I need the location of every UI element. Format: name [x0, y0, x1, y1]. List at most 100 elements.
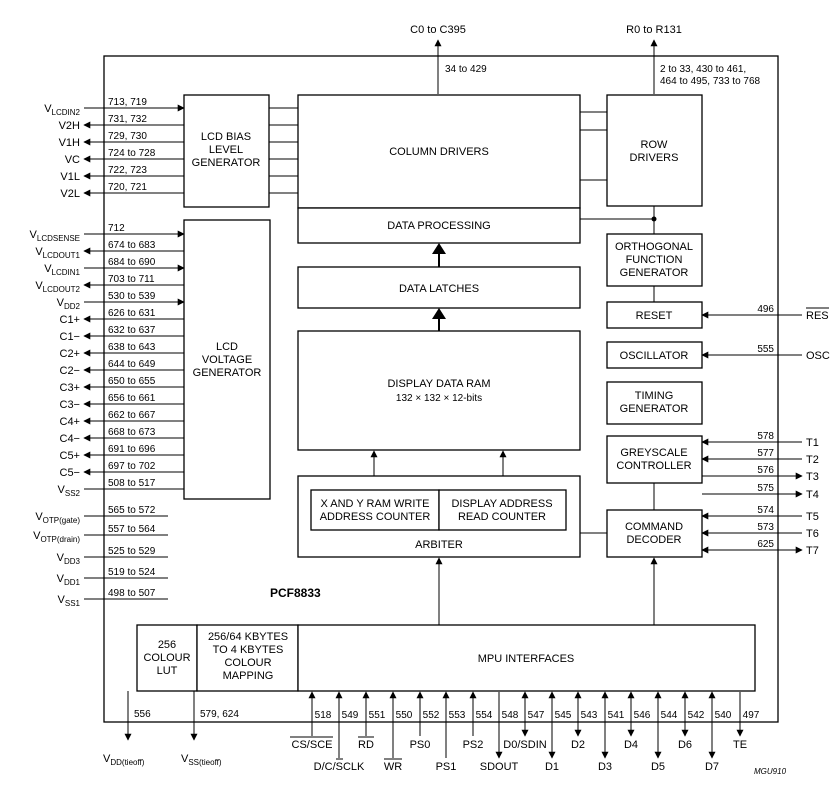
- bottom-pin-number: 547: [528, 710, 545, 721]
- right-pin-number: 496: [757, 304, 774, 315]
- bottom-pin-number: 549: [342, 710, 359, 721]
- right-pin-number: 573: [757, 522, 774, 533]
- left-pin-number: 722, 723: [108, 165, 147, 176]
- bottom-pin-signal: CS/SCE: [292, 739, 333, 751]
- bottom-pin-number: 552: [423, 710, 440, 721]
- data-latches-label: DATA LATCHES: [399, 283, 479, 295]
- lcd-bias-label-1: LCD BIAS: [201, 131, 251, 143]
- colour-lut-label-3: LUT: [157, 665, 178, 677]
- bottom-pin-signal: D0/SDIN: [503, 739, 546, 751]
- left-pin-number: 519 to 524: [108, 567, 156, 578]
- bottom-pin-name: VSS(tieoff): [181, 753, 222, 767]
- left-pin-number: 668 to 673: [108, 427, 156, 438]
- mpu-label: MPU INTERFACES: [478, 653, 575, 665]
- colour-lut-label-2: COLOUR: [143, 652, 190, 664]
- command-label-2: DECODER: [626, 534, 681, 546]
- left-pin-name: VOTP(gate): [35, 511, 80, 525]
- lcd-voltage-label-3: GENERATOR: [193, 367, 262, 379]
- bottom-pin-number: 542: [688, 710, 705, 721]
- left-pin-name: C2−: [60, 365, 81, 377]
- column-drivers-label: COLUMN DRIVERS: [389, 146, 489, 158]
- left-pin-number: 565 to 572: [108, 505, 156, 516]
- left-pin-name: C4−: [60, 433, 81, 445]
- left-pin-number: 644 to 649: [108, 359, 156, 370]
- left-pin-name: V2H: [59, 120, 80, 132]
- bottom-pin-number: 541: [608, 710, 625, 721]
- left-pin-name: C1+: [60, 314, 81, 326]
- bottom-pin-number: 544: [661, 710, 678, 721]
- row-drivers: [606, 94, 703, 207]
- row-pins-line2: 464 to 495, 733 to 768: [660, 76, 761, 87]
- bias-column-connectors: [269, 107, 298, 194]
- left-pin-name: V2L: [60, 188, 80, 200]
- column-drivers: [297, 94, 581, 209]
- left-pin-name: VDD3: [57, 552, 81, 566]
- right-pin-number: 578: [757, 431, 774, 442]
- xy-counter-label-2: ADDRESS COUNTER: [320, 511, 431, 523]
- left-pin-name: C3−: [60, 399, 81, 411]
- bottom-pin-number: 497: [743, 710, 760, 721]
- bottom-pin-signal: TE: [733, 739, 747, 751]
- oscillator-block: [606, 341, 703, 369]
- right-pin-number: 577: [757, 448, 774, 459]
- left-pin-name: VLCDIN1: [44, 263, 80, 277]
- left-pin-number: 720, 721: [108, 182, 147, 193]
- left-pin-number: 697 to 702: [108, 461, 156, 472]
- mpu-interfaces: [297, 624, 756, 692]
- colour-mapping-label-1: 256/64 KBYTES: [208, 631, 288, 643]
- column-pins: 34 to 429: [445, 64, 487, 75]
- right-pin-number: 625: [757, 539, 774, 550]
- left-pin-name: C3+: [60, 382, 81, 394]
- bottom-pin-number: 546: [634, 710, 651, 721]
- bottom-pin-signal: D3: [598, 761, 612, 773]
- bottom-pin-signal: PS1: [436, 761, 457, 773]
- bottom-pin-number: 540: [715, 710, 732, 721]
- orthogonal-label-2: FUNCTION: [626, 254, 683, 266]
- bottom-pin-number: 553: [449, 710, 466, 721]
- timing-label-2: GENERATOR: [620, 403, 689, 415]
- left-pin-number: 731, 732: [108, 114, 147, 125]
- left-pin-number: 713, 719: [108, 97, 147, 108]
- xy-counter-label-1: X AND Y RAM WRITE: [320, 498, 429, 510]
- bottom-pin-number: 550: [396, 710, 413, 721]
- lcd-bias-label-3: GENERATOR: [192, 157, 261, 169]
- colour-lut: [136, 624, 198, 692]
- left-pin-name: VLCDSENSE: [30, 229, 80, 243]
- left-pin-name: C5−: [60, 467, 81, 479]
- left-pin-name: VLCDIN2: [44, 103, 80, 117]
- chip-outline: [103, 55, 779, 723]
- left-pin-number: 508 to 517: [108, 478, 156, 489]
- right-pin-signal: T7: [806, 545, 819, 557]
- right-pin-signal: T3: [806, 471, 819, 483]
- display-data-ram: [297, 330, 581, 451]
- right-pin-signal: OSC: [806, 350, 830, 362]
- left-pin-number: 662 to 667: [108, 410, 156, 421]
- left-pin-number: 656 to 661: [108, 393, 156, 404]
- greyscale-label-2: CONTROLLER: [616, 460, 691, 472]
- lcd-bias-label-2: LEVEL: [209, 144, 243, 156]
- left-pin-name: VLCDOUT1: [35, 246, 80, 260]
- row-pins-line1: 2 to 33, 430 to 461,: [660, 64, 746, 75]
- left-pin-number: 684 to 690: [108, 257, 156, 268]
- bottom-pin-signal: PS2: [463, 739, 484, 751]
- display-ram-size: 132 × 132 × 12-bits: [396, 393, 482, 404]
- left-pin-name: VC: [65, 154, 80, 166]
- right-pins: RES496OSC555T1578T2577T3576T4575T5574T65…: [701, 304, 830, 557]
- reset-label: RESET: [636, 310, 673, 322]
- right-pin-signal: T5: [806, 511, 819, 523]
- bottom-pin-signal: RD: [358, 739, 374, 751]
- data-latches: [297, 266, 581, 309]
- right-pin-signal: T1: [806, 437, 819, 449]
- left-pin-name: VSS1: [58, 594, 81, 608]
- left-pin-name: VOTP(drain): [33, 530, 80, 544]
- bottom-pin-signal: D7: [705, 761, 719, 773]
- data-processing-label: DATA PROCESSING: [387, 220, 491, 232]
- bottom-pin-signal: SDOUT: [480, 761, 519, 773]
- bottom-pin-number: 548: [502, 710, 519, 721]
- right-pin-number: 576: [757, 465, 774, 476]
- left-pin-name: C2+: [60, 348, 81, 360]
- display-counter-label-1: DISPLAY ADDRESS: [451, 498, 552, 510]
